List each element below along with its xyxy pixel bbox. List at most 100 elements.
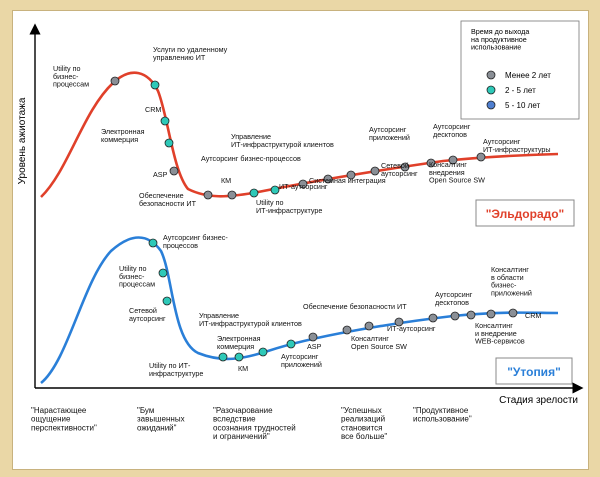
- label-line: процессам: [119, 280, 155, 289]
- eldorado-marker: [346, 170, 356, 180]
- utopia-marker: [508, 308, 518, 318]
- label-line: десктопов: [435, 298, 469, 307]
- label-line: КМ: [238, 364, 248, 373]
- legend-label-less-2: Менее 2 лет: [505, 71, 551, 80]
- label-line: управлению ИТ: [153, 53, 206, 62]
- eldorado-marker: [249, 188, 259, 198]
- legend-box: [460, 20, 580, 120]
- label-line: в области: [491, 273, 524, 282]
- label-line: Сетевой: [381, 161, 409, 170]
- eldorado-marker: [370, 166, 380, 176]
- scenario-eldorado: "Эльдорадо": [475, 199, 575, 227]
- label-line: ИТ-инфраструктурой клиентов: [199, 319, 302, 328]
- label-line: ИТ-инфраструктурой клиентов: [231, 140, 334, 149]
- eldorado-marker: [110, 76, 120, 86]
- label-line: Время до выхода: [471, 27, 529, 36]
- legend-dot-less-2: [486, 70, 496, 80]
- label-line: использование: [471, 43, 521, 52]
- scenario-utopia: "Утопия": [495, 357, 573, 385]
- hype-cycle-diagram: Уровень ажиотажа Стадия зрелости: [17, 20, 584, 441]
- utopia-marker: [286, 339, 296, 349]
- label-line: ИТ-инфраструктуры: [483, 145, 551, 154]
- label-line: Аутсорсинг: [435, 290, 473, 299]
- label-line: Аутсорсинг: [281, 352, 319, 361]
- eldorado-marker: [323, 174, 333, 184]
- legend-label-5-10: 5 - 10 лет: [505, 101, 541, 110]
- x-axis-label: Стадия зрелости: [499, 395, 578, 406]
- legend-dot-5-10: [486, 100, 496, 110]
- label-line: Управление: [199, 311, 239, 320]
- label-line: инфраструктуре: [149, 369, 203, 378]
- label-line: CRM: [525, 311, 541, 320]
- label-line: Обеспечение безопасности ИТ: [303, 302, 407, 311]
- label-line: Сетевой: [129, 306, 157, 315]
- eldorado-marker: [400, 162, 410, 172]
- label-line: КМ: [221, 176, 231, 185]
- utopia-marker: [234, 352, 244, 362]
- utopia-marker: [364, 321, 374, 331]
- eldorado-marker: [298, 179, 308, 189]
- label-line: ожиданий": [137, 423, 177, 432]
- legend-dot-2-5: [486, 85, 496, 95]
- eldorado-label: ИТ-аутсорсинг: [279, 182, 328, 191]
- eldorado-marker: [150, 80, 160, 90]
- utopia-marker: [218, 352, 228, 362]
- utopia-marker: [466, 310, 476, 320]
- y-axis-label: Уровень ажиотажа: [17, 97, 28, 184]
- label-line: Аутсорсинг: [483, 137, 521, 146]
- utopia-marker: [486, 309, 496, 319]
- eldorado-marker: [448, 155, 458, 165]
- label-line: безопасности ИТ: [139, 199, 197, 208]
- utopia-label: Utility по ИТ-инфраструктуре: [149, 361, 203, 378]
- label-line: перспективности": [31, 423, 97, 432]
- eldorado-marker: [203, 190, 213, 200]
- label-line: процессов: [163, 241, 198, 250]
- legend-label-2-5: 2 - 5 лет: [505, 86, 536, 95]
- label-line: внедрения: [429, 168, 465, 177]
- scenario-utopia-label: "Утопия": [507, 365, 561, 379]
- eldorado-marker: [227, 190, 237, 200]
- label-line: Электронная: [101, 127, 145, 136]
- label-line: Аутсорсинг: [433, 122, 471, 131]
- eldorado-label: ASP: [153, 170, 168, 179]
- eldorado-markers: [110, 76, 486, 200]
- utopia-label: Аутсорсинг бизнес-процессов: [163, 233, 228, 250]
- label-line: аутсорсинг: [381, 169, 418, 178]
- figure-panel: Уровень ажиотажа Стадия зрелости: [12, 10, 589, 470]
- eldorado-label: CRM: [145, 105, 161, 114]
- label-line: Консалтинг: [429, 160, 467, 169]
- utopia-label: CRM: [525, 311, 541, 320]
- utopia-marker: [148, 238, 158, 248]
- label-line: Электронная: [217, 334, 261, 343]
- scenario-eldorado-box: [475, 199, 575, 227]
- label-line: Open Source SW: [429, 176, 485, 185]
- utopia-label: КМ: [238, 364, 248, 373]
- label-line: Utility по: [119, 264, 146, 273]
- label-line: реализаций: [341, 415, 385, 424]
- label-line: аутсорсинг: [129, 314, 166, 323]
- label-line: "Нарастающее: [31, 406, 87, 415]
- label-line: ИТ-аутсорсинг: [387, 324, 436, 333]
- label-line: бизнес-: [491, 281, 517, 290]
- utopia-marker: [342, 325, 352, 335]
- label-line: Консалтинг: [491, 265, 529, 274]
- utopia-labels: Аутсорсинг бизнес-процессов Utility по би…: [119, 233, 541, 378]
